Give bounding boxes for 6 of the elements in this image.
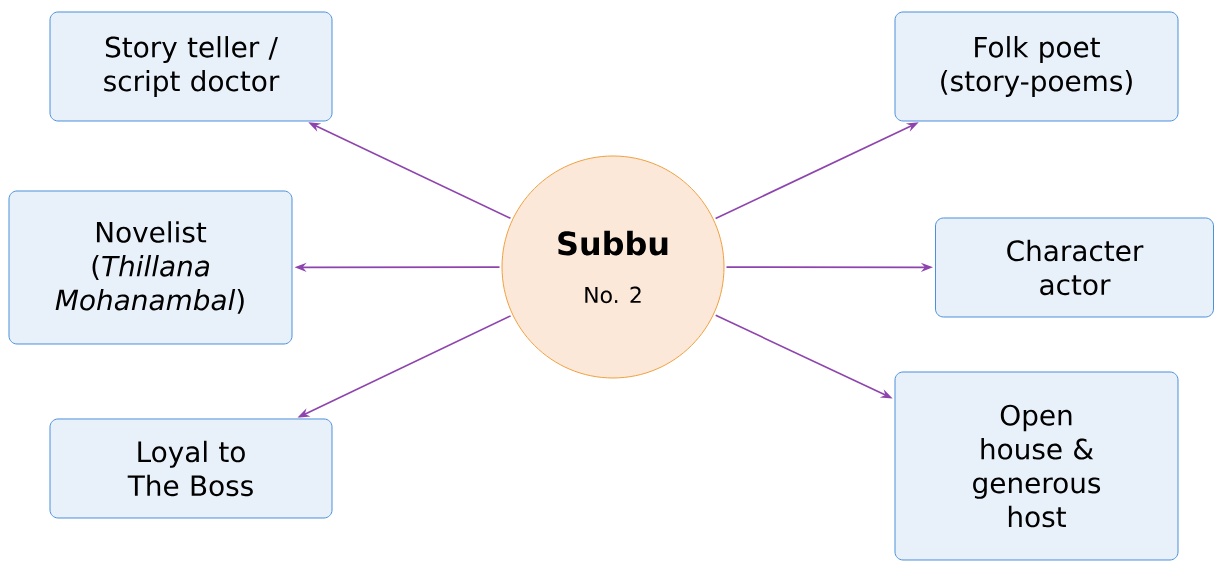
text-box: Folk poet (story-poems) <box>894 11 1179 122</box>
text-box: Story teller / script doctor <box>49 11 333 122</box>
text-box: Open house & generous host <box>894 371 1179 561</box>
text-box: Loyal to The Boss <box>49 418 333 519</box>
text-box: Character actor <box>935 217 1214 318</box>
text-box: Novelist (Thillana Mohanambal) <box>8 190 293 345</box>
